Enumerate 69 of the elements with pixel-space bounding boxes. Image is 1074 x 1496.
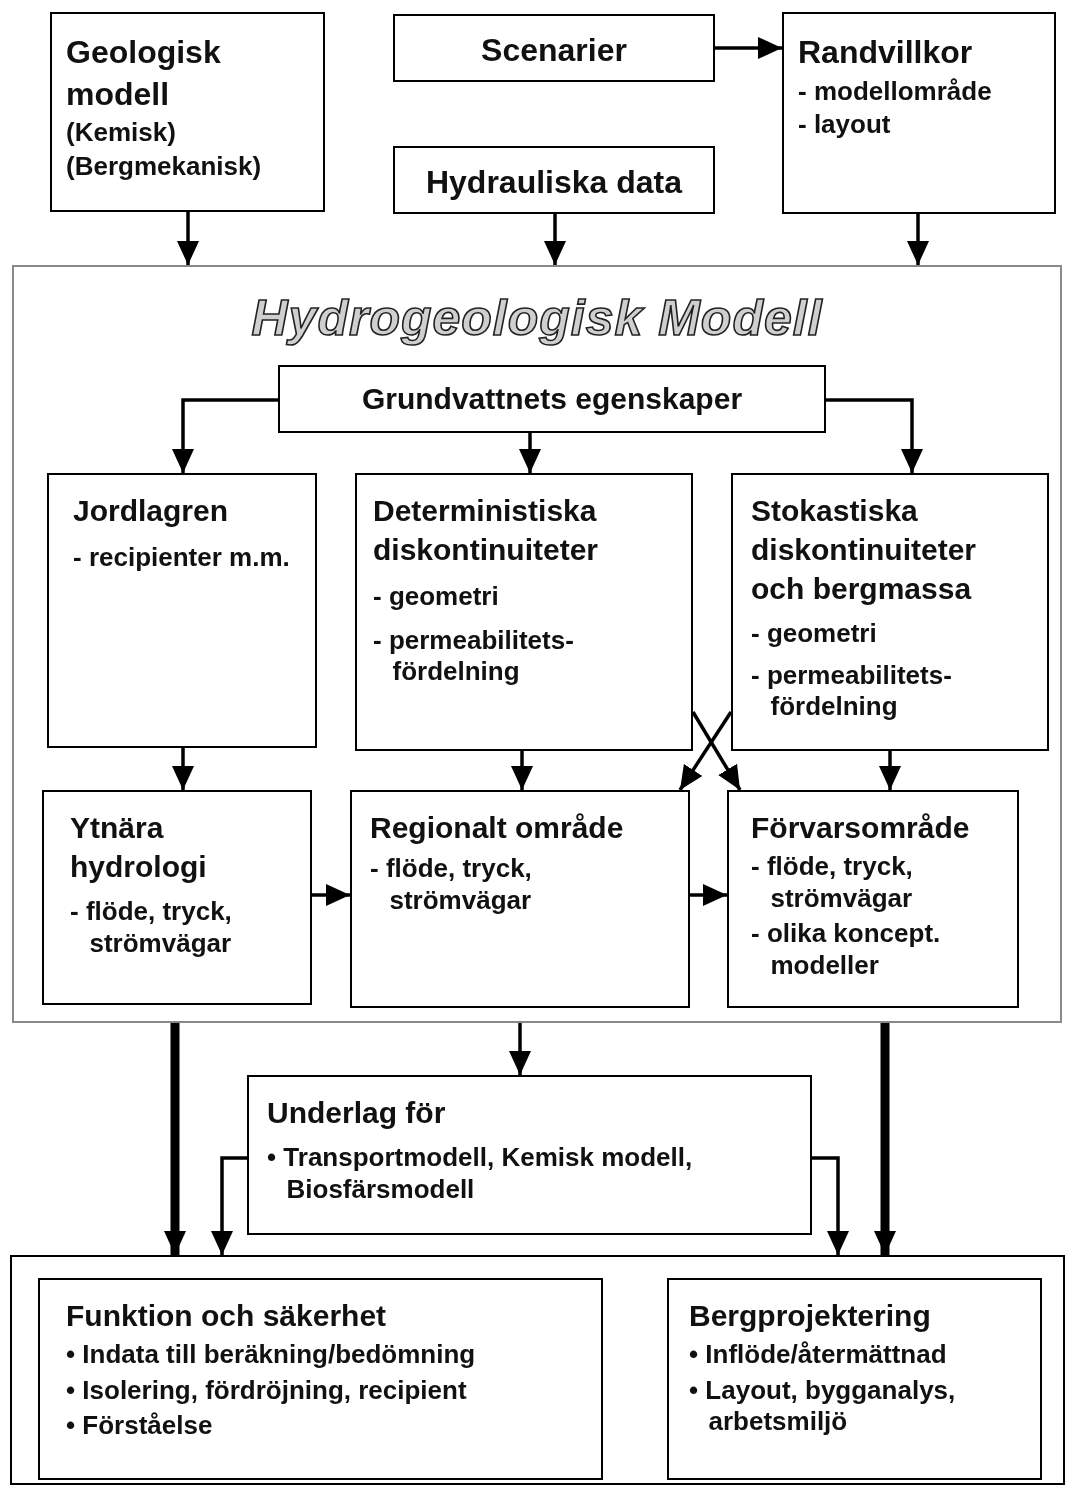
box-text: - flöde, tryck, strömvägar: [370, 853, 533, 917]
box-text: - layout: [798, 109, 892, 142]
box-text: - modellområde: [798, 75, 993, 108]
frame-title: Hydrogeologisk Modell: [250, 289, 824, 347]
arrow: [312, 884, 350, 906]
box-title: Bergprojektering: [689, 1298, 932, 1334]
model-frame: [12, 265, 1062, 1023]
arrow: [211, 1156, 247, 1255]
box-text: - geometri: [751, 618, 878, 650]
process-box: [278, 365, 826, 433]
arrow: [812, 1156, 849, 1255]
box-text: • Isolering, fördröjning, recipient: [66, 1374, 468, 1407]
arrow: [177, 212, 199, 265]
box-text: (Bergmekanisk): [66, 150, 263, 183]
process-box: [38, 1278, 603, 1480]
arrow: [519, 433, 541, 473]
process-box: [731, 473, 1049, 751]
box-text: - flöde, tryck, strömvägar: [751, 851, 914, 915]
box-text: • Layout, bygganalys, arbetsmiljö: [689, 1374, 957, 1439]
group-frame: [10, 1255, 1065, 1485]
arrow: [172, 398, 278, 473]
arrow: [879, 751, 901, 790]
arrow: [691, 711, 742, 791]
process-box: [355, 473, 693, 751]
process-box: [393, 146, 715, 214]
process-box: [393, 14, 715, 82]
box-title: Funktion och säkerhet: [66, 1298, 388, 1334]
box-text: - olika koncept. modeller: [751, 918, 942, 982]
box-text: • Indata till beräkning/bedömning: [66, 1339, 477, 1371]
box-title: Regionalt område: [370, 810, 625, 846]
process-box: [42, 790, 312, 1005]
box-text: - flöde, tryck, strömvägar: [70, 896, 233, 960]
arrow: [544, 214, 566, 265]
process-box: [667, 1278, 1042, 1480]
box-title: Scenarier: [480, 31, 628, 70]
box-text: - permeabilitets-fördelning: [373, 624, 575, 689]
process-box: [782, 12, 1056, 214]
box-title: Randvillkor: [798, 33, 974, 72]
arrow: [690, 884, 727, 906]
box-title: Förvarsområde: [751, 810, 971, 846]
arrow: [509, 1023, 531, 1075]
arrow: [678, 711, 733, 791]
box-title: Hydrauliska data: [424, 163, 684, 202]
process-box: [350, 790, 690, 1008]
box-title: Grundvattnets egenskaper: [360, 381, 744, 417]
box-text: - geometri: [373, 581, 500, 613]
box-text: • Förståelse: [66, 1410, 214, 1443]
process-box: [727, 790, 1019, 1008]
box-title: Jordlagren: [73, 493, 230, 529]
arrow: [907, 214, 929, 265]
box-text: - recipienter m.m.: [73, 542, 291, 574]
box-title: Deterministiska diskontinuiteter: [373, 493, 599, 568]
process-box: [47, 473, 317, 748]
arrow: [164, 1023, 186, 1255]
box-text: (Kemisk): [66, 117, 177, 149]
arrow: [715, 37, 782, 59]
box-text: • Transportmodell, Kemisk modell, Biosfärsmodell: [267, 1142, 694, 1206]
process-box: [50, 12, 325, 212]
arrow: [172, 748, 194, 790]
box-text: • Inflöde/återmättnad: [689, 1339, 948, 1371]
box-title: Geologisk modell: [66, 33, 222, 114]
arrow: [511, 751, 533, 790]
process-box: [247, 1075, 812, 1235]
box-title: Underlag för: [267, 1095, 447, 1131]
box-text: - permeabilitets-fördelning: [751, 659, 953, 724]
box-title: Ytnära hydrologi: [70, 810, 208, 885]
box-title: Stokastiska diskontinuiteter och bergmassa: [751, 493, 977, 607]
arrow: [874, 1023, 896, 1255]
arrow: [826, 398, 923, 473]
